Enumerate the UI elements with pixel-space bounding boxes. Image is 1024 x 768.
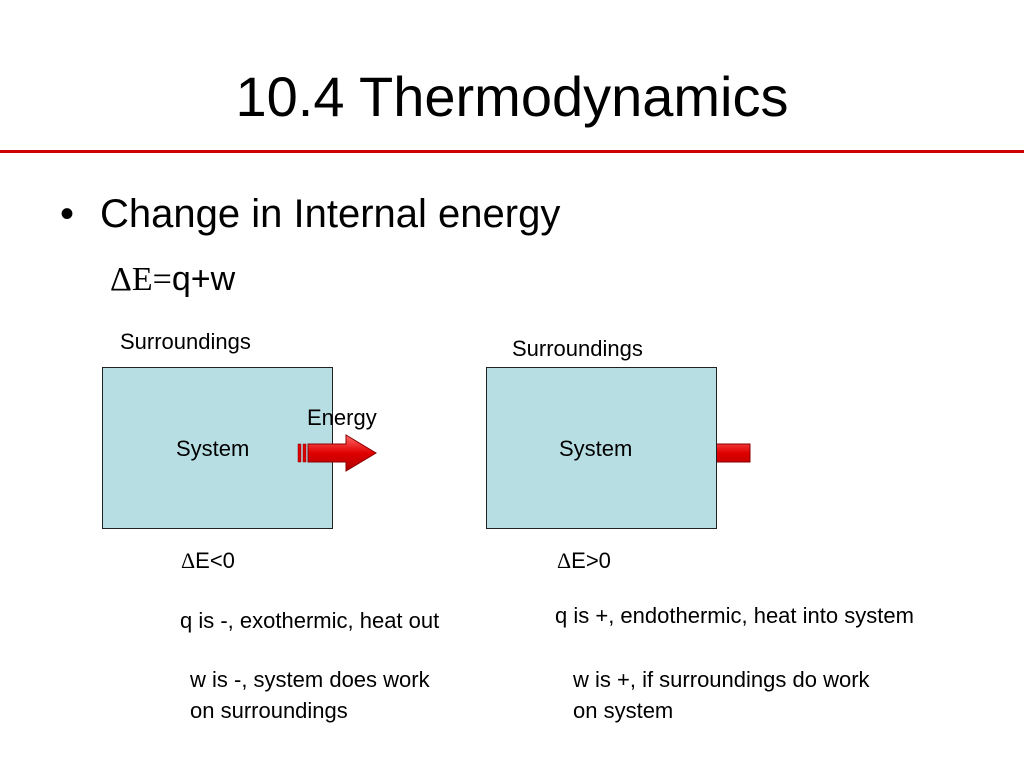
right-w-line1: w is +, if surroundings do work [573,667,870,692]
left-system-label: System [176,436,250,461]
right-delta-text: E>0 [571,548,611,573]
left-w-line2: on surroundings [190,698,348,723]
right-system-label: System [559,436,633,461]
bullet-item: • Change in Internal energy [60,191,560,237]
right-system-box [486,367,717,529]
slide-title: 10.4 Thermodynamics [235,65,789,128]
energy-out-arrow-icon [297,434,377,472]
left-delta-e: ΔE<0 [181,548,235,574]
bullet-dot-icon: • [60,192,75,236]
equation-rhs: q+w [171,260,236,298]
left-delta-text: E<0 [195,548,235,573]
right-surroundings-label: Surroundings [512,336,643,361]
right-q-description: q is +, endothermic, heat into system [555,603,914,628]
left-system-box [102,367,333,529]
energy-equation: ΔE=q+w [110,259,235,300]
left-q-description: q is -, exothermic, heat out [180,608,440,633]
left-w-line1: w is -, system does work [190,667,430,692]
title-divider [0,150,1024,153]
right-delta-symbol: Δ [557,548,572,573]
bullet-text: Change in Internal energy [100,192,561,236]
equation-lhs: ΔE= [110,261,172,298]
left-delta-symbol: Δ [181,548,196,573]
energy-label: Energy [307,405,377,430]
right-w-line2: on system [573,698,674,723]
right-delta-e: ΔE>0 [557,548,611,574]
left-surroundings-label: Surroundings [120,329,251,354]
